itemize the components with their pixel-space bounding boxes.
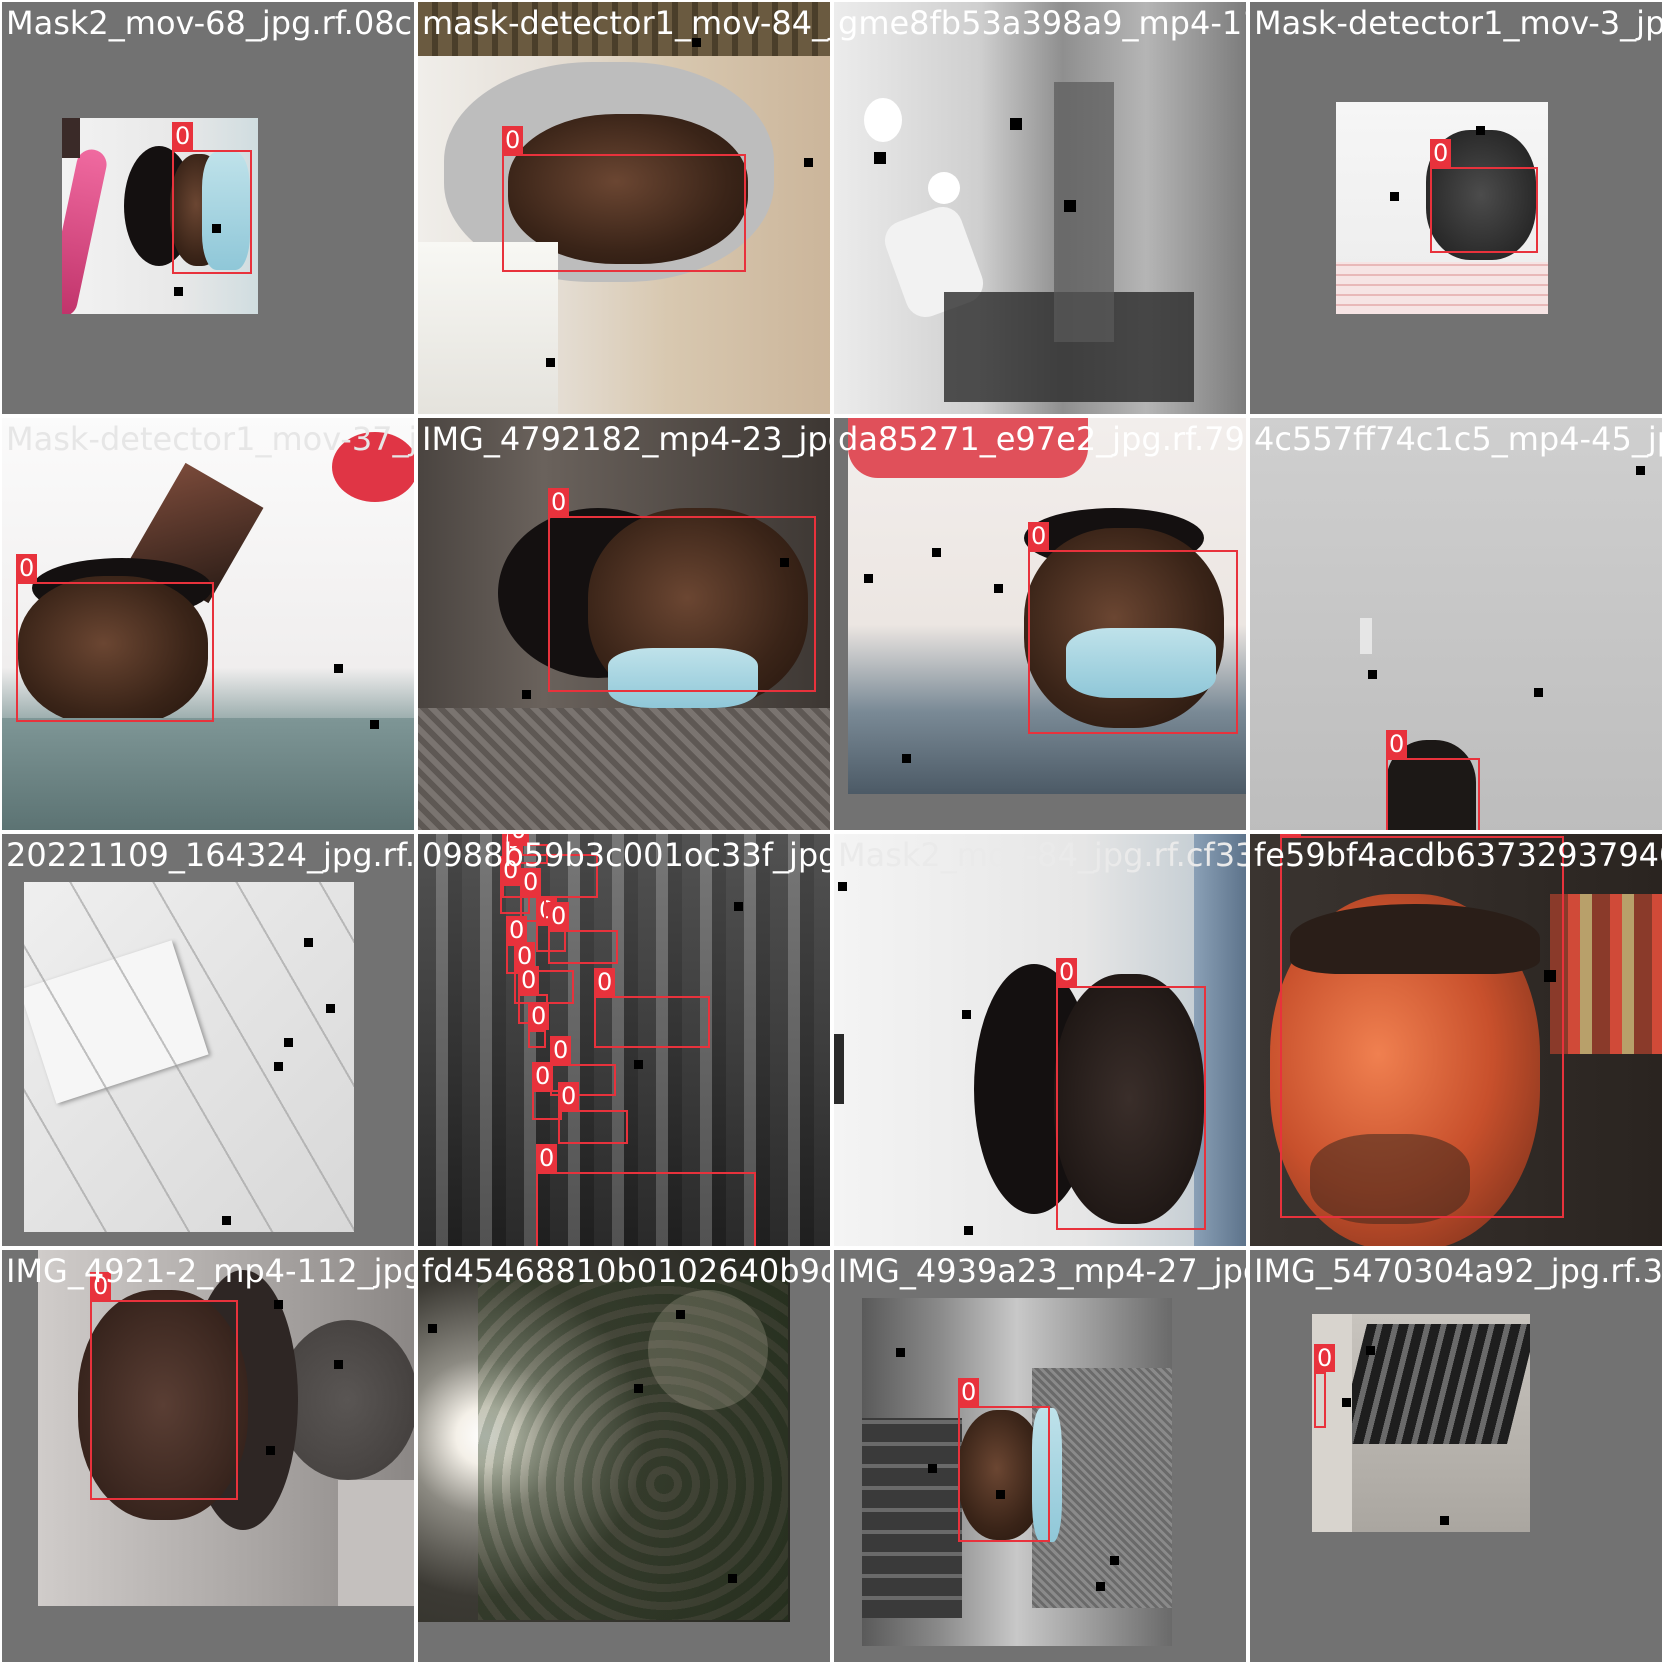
box-label: 0: [558, 1082, 580, 1110]
box-label: 0: [518, 966, 540, 994]
tile-7: da85271_e97e2_jpg.rf.799ac 0: [832, 416, 1248, 832]
box-label: 0: [594, 968, 616, 996]
box-label: 0: [506, 916, 528, 944]
tile-11: Mask2_mov-84_jpg.rf.cf33b5 0: [832, 832, 1248, 1248]
tile-title: Mask2_mov-84_jpg.rf.cf33b5: [838, 836, 1246, 874]
tile-title: fd45468810b0102640b9ce3: [422, 1252, 830, 1290]
box-label: 0: [548, 902, 570, 930]
bounding-box: 0: [536, 1144, 756, 1246]
bounding-box: 0: [1386, 730, 1480, 830]
tile-image: [2, 418, 414, 830]
tile-image: [848, 418, 1246, 794]
tile-image: [862, 1298, 1172, 1646]
bounding-box: 0: [1430, 139, 1538, 253]
tile-6: IMG_4792182_mp4-23_jpg.rf.3 0: [416, 416, 832, 832]
bounding-box: 0: [958, 1378, 1050, 1542]
tile-title: gme8fb53a398a9_mp4-111_jpg.: [838, 4, 1246, 42]
tile-title: 0988b59b3c001oc33f_jpg.: [422, 836, 832, 874]
tile-title: mask-detector1_mov-84_jpg.: [422, 4, 830, 42]
box-label: 0: [528, 1002, 550, 1030]
bounding-box: 0: [528, 1002, 550, 1048]
tile-image: [24, 882, 354, 1232]
tile-10: 0988b59b3c001oc33f_jpg. 0 0 0 0 0 0 0 0 …: [416, 832, 832, 1248]
box-label: 0: [958, 1378, 980, 1406]
bounding-box: 0: [1056, 958, 1206, 1230]
tile-4: Mask-detector1_mov-3_jpg.r 0: [1248, 0, 1664, 416]
bounding-box: 0: [172, 122, 252, 274]
box-label: 0: [1056, 958, 1078, 986]
tile-2: mask-detector1_mov-84_jpg. 0: [416, 0, 832, 416]
tile-14: fd45468810b0102640b9ce3: [416, 1248, 832, 1664]
bounding-box: 0: [520, 868, 546, 922]
bounding-box: 0: [1280, 834, 1564, 1218]
tile-13: IMG_4921-2_mp4-112_jpg.r 0: [0, 1248, 416, 1664]
bounding-box: 0: [550, 1036, 616, 1096]
tile-12: fe59bf4acdb637329379409 0: [1248, 832, 1664, 1248]
box-label: 0: [90, 1272, 112, 1300]
bounding-box: 0: [548, 902, 618, 964]
box-label: 0: [536, 1144, 558, 1172]
bounding-box: 0: [548, 488, 816, 692]
box-label: 0: [532, 1062, 554, 1090]
bounding-box: 0: [502, 126, 746, 272]
box-label: 0: [1386, 730, 1408, 758]
tile-title: Mask-detector1_mov-37_jpg: [6, 420, 416, 458]
bounding-box: 0: [558, 1082, 628, 1144]
box-label: 0: [502, 126, 524, 154]
tile-image: [1312, 1314, 1530, 1532]
tile-9: 20221109_164324_jpg.rf.98f: [0, 832, 416, 1248]
box-label: 0: [16, 554, 38, 582]
bounding-box: 0: [1314, 1344, 1336, 1428]
box-label: 0: [1430, 139, 1452, 167]
tile-title: IMG_4921-2_mp4-112_jpg.r: [6, 1252, 416, 1290]
box-label: 0: [1314, 1344, 1336, 1372]
box-label: 0: [550, 1036, 572, 1064]
box-label: 0: [548, 488, 570, 516]
tile-16: IMG_5470304a92_jpg.rf.32 0: [1248, 1248, 1664, 1664]
box-label: 0: [508, 834, 530, 844]
box-label: 0: [1280, 834, 1302, 836]
tile-image: [834, 2, 1246, 414]
tile-image: [38, 1250, 414, 1606]
bounding-box: 0: [16, 554, 214, 722]
tile-3: gme8fb53a398a9_mp4-111_jpg.: [832, 0, 1248, 416]
tile-image: [418, 834, 830, 1246]
box-label: 0: [172, 122, 194, 150]
tile-title: fe59bf4acdb637329379409: [1254, 836, 1664, 874]
tile-image: [1336, 102, 1548, 314]
tile-15: IMG_4939a23_mp4-27_jpg.rf.6 0: [832, 1248, 1248, 1664]
tile-title: IMG_4939a23_mp4-27_jpg.rf.6: [838, 1252, 1246, 1290]
tile-image: [418, 2, 830, 414]
tile-title: IMG_4792182_mp4-23_jpg.rf.3: [422, 420, 830, 458]
box-label: 0: [520, 868, 542, 896]
tile-title: 4c557ff74c1c5_mp4-45_jpg.: [1254, 420, 1664, 458]
bounding-box: 0: [508, 834, 548, 864]
tile-8: 4c557ff74c1c5_mp4-45_jpg. 0: [1248, 416, 1664, 832]
tile-title: Mask2_mov-68_jpg.rf.08c9a: [6, 4, 416, 42]
tile-image: [1250, 834, 1662, 1246]
tile-image: [834, 834, 1246, 1246]
tile-5: Mask-detector1_mov-37_jpg 0: [0, 416, 416, 832]
tile-title: 20221109_164324_jpg.rf.98f: [6, 836, 415, 874]
box-label: 0: [514, 942, 536, 970]
bounding-box: 0: [1028, 522, 1238, 734]
tile-1: Mask2_mov-68_jpg.rf.08c9a 0: [0, 0, 416, 416]
tile-title: IMG_5470304a92_jpg.rf.32: [1254, 1252, 1664, 1290]
bounding-box: 0: [90, 1272, 238, 1500]
bounding-box: 0: [594, 968, 710, 1048]
tile-title: Mask-detector1_mov-3_jpg.r: [1254, 4, 1664, 42]
box-label: 0: [1028, 522, 1050, 550]
box-label: 0: [500, 856, 522, 884]
bounding-box: 0: [514, 942, 574, 1004]
tile-image: [418, 1250, 790, 1622]
bounding-box: 0: [500, 856, 530, 914]
tile-image: [418, 418, 830, 830]
tile-title: da85271_e97e2_jpg.rf.799ac: [838, 420, 1246, 458]
